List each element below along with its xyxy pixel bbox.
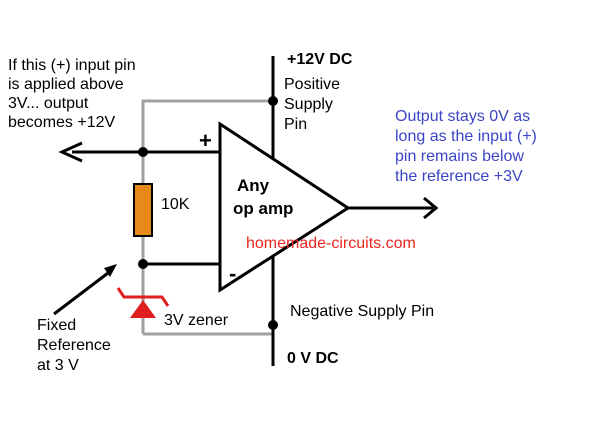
opamp-triangle xyxy=(218,121,351,293)
opamp-label: Any op amp xyxy=(233,176,293,218)
junction-dot-ground xyxy=(268,320,278,330)
zener-diode xyxy=(116,287,170,318)
output-note: Output stays 0V as long as the input (+)… xyxy=(395,108,541,185)
input-note: If this (+) input pin is applied above 3… xyxy=(8,57,140,131)
output-arrow-head xyxy=(423,196,439,220)
resistor-10k xyxy=(133,183,153,237)
supply-positive-label: +12V DC xyxy=(287,51,353,68)
junction-dot-supply xyxy=(268,96,278,106)
positive-pin-label: Positive Supply Pin xyxy=(284,76,344,133)
reference-note: Fixed Reference at 3 V xyxy=(37,317,115,374)
zener-cathode-bar xyxy=(116,287,170,307)
input-arrow-head xyxy=(58,141,83,163)
zener-label: 3V zener xyxy=(164,312,229,329)
minus-input-sign: - xyxy=(229,261,236,286)
reference-pointer-head xyxy=(104,264,117,277)
zener-body xyxy=(130,300,156,318)
junction-dot-reference xyxy=(138,259,148,269)
plus-input-sign: + xyxy=(199,128,212,153)
junction-dot-input xyxy=(138,147,148,157)
supply-ground-label: 0 V DC xyxy=(287,350,339,367)
negative-pin-label: Negative Supply Pin xyxy=(290,303,434,320)
resistor-label: 10K xyxy=(161,196,190,213)
watermark: homemade-circuits.com xyxy=(246,235,416,252)
reference-pointer-line xyxy=(53,268,113,316)
